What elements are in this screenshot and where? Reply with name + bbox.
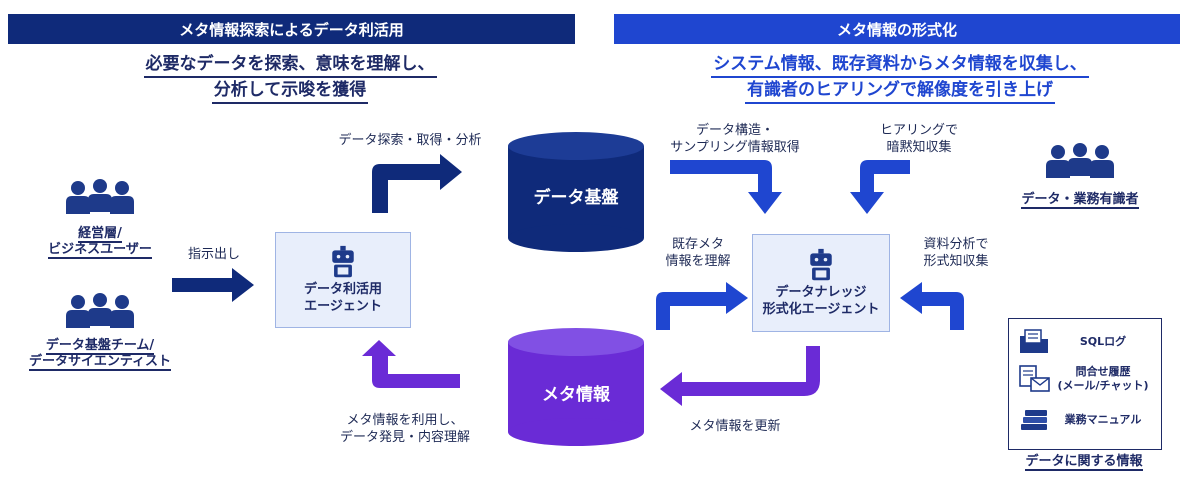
data-info-caption: データに関する情報	[1000, 454, 1168, 471]
instruct-arrow-icon	[172, 268, 254, 302]
existing-meta-label-line1: 既存メタ	[671, 237, 724, 252]
data-team-label: データ基盤チーム/ データサイエンティスト	[14, 338, 186, 371]
doc-analysis-label: 資料分析で 形式知収集	[904, 236, 1008, 270]
info-manual-text: 業務マニュアル	[1064, 413, 1142, 426]
data-platform-label: データ基盤	[533, 188, 619, 208]
right-header-text: メタ情報の形式化	[836, 20, 957, 39]
update-meta-label: メタ情報を更新	[689, 419, 781, 434]
doc-analysis-label-line1: 資料分析で	[923, 237, 989, 252]
doc-analysis-arrow-icon	[900, 282, 964, 330]
info-inquiry-text: 問合せ履歴 (メール/チャット)	[1052, 365, 1154, 393]
use-meta-arrow-icon	[362, 340, 460, 388]
existing-meta-label-line2: 情報を理解	[665, 254, 731, 269]
data-team-label-line2: データサイエンティスト	[28, 354, 172, 371]
left-header-text: メタ情報探索によるデータ利活用	[179, 20, 404, 39]
right-subtitle-line2: 有識者のヒアリングで解像度を引き上げ	[745, 78, 1055, 104]
mail-chat-icon	[1019, 365, 1050, 392]
management-label: 経営層/ ビジネスユーザー	[30, 226, 170, 259]
left-subtitle: 必要なデータを探索、意味を理解し、 分析して示唆を獲得	[20, 52, 560, 104]
left-header: メタ情報探索によるデータ利活用	[8, 14, 575, 44]
robot-icon	[332, 245, 354, 278]
info-inquiry-line2: (メール/チャット)	[1057, 379, 1149, 392]
data-use-agent-label-line2: エージェント	[304, 299, 382, 314]
left-subtitle-line1: 必要なデータを探索、意味を理解し、	[143, 52, 437, 78]
existing-meta-label: 既存メタ 情報を理解	[648, 236, 748, 270]
explore-label: データ探索・取得・分析	[338, 133, 482, 148]
update-meta-arrow-icon	[660, 346, 820, 406]
data-team-people-icon	[66, 293, 134, 328]
instruct-label: 指示出し	[187, 247, 240, 262]
info-row-sql: SQLログ	[1018, 326, 1154, 358]
use-meta-label-line1: メタ情報を利用し、	[346, 413, 464, 428]
data-struct-label-line1: データ構造・	[695, 123, 774, 138]
folder-icon	[1020, 329, 1048, 353]
experts-label: データ・業務有識者	[1010, 192, 1150, 209]
knowledge-agent-box[interactable]: データナレッジ 形式化エージェント	[752, 234, 890, 332]
data-use-agent-box[interactable]: データ利活用 エージェント	[275, 232, 411, 328]
right-subtitle-line1: システム情報、既存資料からメタ情報を収集し、	[711, 52, 1089, 78]
data-struct-label-line2: サンプリング情報取得	[670, 140, 800, 155]
hearing-label-line1: ヒアリングで	[879, 123, 958, 138]
info-row-manual: 業務マニュアル	[1018, 404, 1154, 436]
existing-meta-arrow-icon	[656, 282, 748, 330]
info-inquiry-line1: 問合せ履歴	[1075, 365, 1131, 378]
data-struct-label: データ構造・ サンプリング情報取得	[660, 122, 810, 156]
data-info-caption-text: データに関する情報	[1025, 454, 1143, 471]
left-subtitle-line2: 分析して示唆を獲得	[211, 78, 369, 104]
management-people-icon	[66, 179, 134, 214]
books-icon	[1021, 410, 1047, 430]
use-meta-label: メタ情報を利用し、 データ発見・内容理解	[320, 412, 490, 446]
robot-icon	[810, 248, 832, 281]
data-use-agent-label-line1: データ利活用	[303, 282, 382, 297]
data-team-label-line1: データ基盤チーム/	[45, 338, 155, 355]
experts-people-icon	[1046, 143, 1114, 178]
meta-info-label: メタ情報	[542, 385, 610, 405]
explore-arrow-icon	[372, 154, 462, 213]
knowledge-agent-label-line1: データナレッジ	[775, 285, 867, 300]
experts-label-text: データ・業務有識者	[1021, 192, 1139, 209]
data-struct-arrow-icon	[670, 160, 782, 214]
use-meta-label-line2: データ発見・内容理解	[339, 430, 470, 445]
data-platform-cylinder-icon	[508, 132, 644, 252]
hearing-arrow-icon	[850, 160, 910, 214]
info-row-inquiry: 問合せ履歴 (メール/チャット)	[1018, 362, 1154, 396]
hearing-label-line2: 暗黙知収集	[886, 140, 952, 155]
doc-analysis-label-line2: 形式知収集	[923, 254, 989, 269]
meta-info-cylinder-icon	[508, 328, 644, 446]
knowledge-agent-label-line2: 形式化エージェント	[762, 302, 880, 317]
hearing-label: ヒアリングで 暗黙知収集	[864, 122, 974, 156]
right-header: メタ情報の形式化	[614, 14, 1180, 44]
management-label-line2: ビジネスユーザー	[48, 242, 152, 259]
right-subtitle: システム情報、既存資料からメタ情報を収集し、 有識者のヒアリングで解像度を引き上…	[620, 52, 1180, 104]
management-label-line1: 経営層/	[78, 226, 122, 243]
info-sql-text: SQLログ	[1079, 335, 1127, 348]
